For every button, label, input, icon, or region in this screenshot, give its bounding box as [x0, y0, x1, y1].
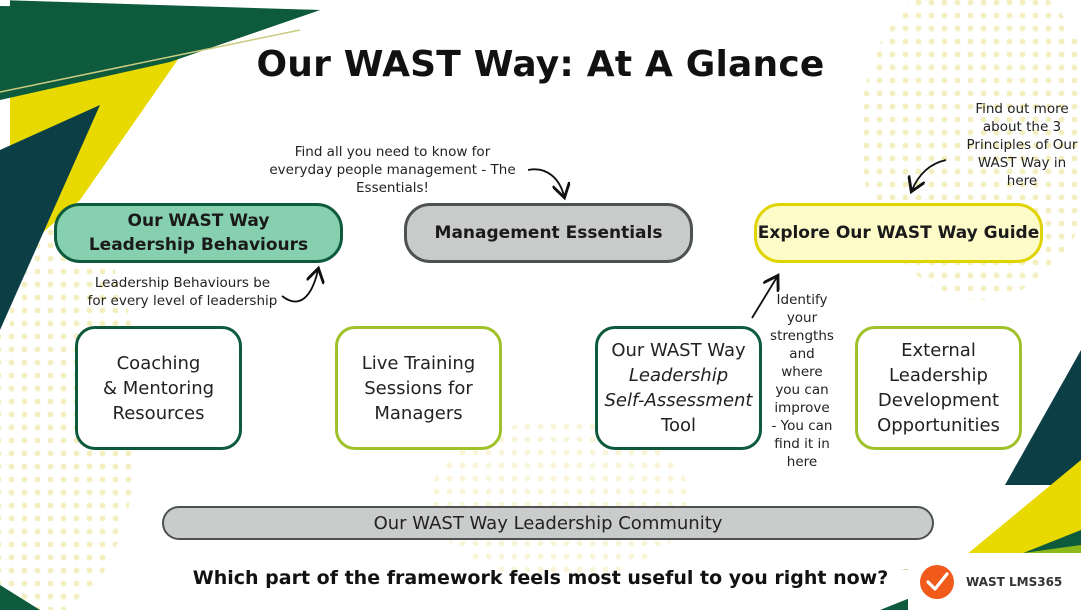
- external-development-box[interactable]: External Leadership Development Opportun…: [855, 326, 1022, 450]
- explore-guide-button[interactable]: Explore Our WAST Way Guide: [754, 203, 1043, 263]
- live-training-line: Sessions for: [364, 377, 473, 399]
- guide-note-line: about the 3: [982, 119, 1062, 135]
- external-line: Development: [877, 390, 1000, 411]
- assessment-note-line: strengths: [770, 328, 834, 344]
- assessment-note-line: where: [781, 364, 823, 380]
- leadership-behaviours-line2: Leadership Behaviours: [88, 235, 309, 255]
- lms365-logo: WAST LMS365: [908, 553, 1081, 610]
- external-line: External: [901, 340, 976, 361]
- live-training-line: Managers: [374, 402, 463, 424]
- management-essentials-label: Management Essentials: [434, 223, 663, 243]
- assessment-note-line: here: [786, 454, 818, 470]
- live-training-line: Live Training: [361, 352, 476, 374]
- behaviours-note-line: for every level of leadership: [87, 293, 278, 309]
- external-line: Leadership: [889, 365, 988, 386]
- behaviours-note-line: Leadership Behaviours be: [94, 275, 271, 291]
- guide-note-line: Find out more: [975, 101, 1069, 117]
- assessment-note-line: and: [789, 346, 815, 362]
- essentials-note-line: Find all you need to know for: [294, 144, 491, 160]
- leadership-community-label: Our WAST Way Leadership Community: [373, 512, 723, 534]
- logo-text: WAST LMS365: [966, 574, 1063, 589]
- coaching-mentoring-box[interactable]: Coaching & Mentoring Resources: [75, 326, 242, 450]
- essentials-note-line: Essentials!: [356, 180, 429, 196]
- assessment-note-line: improve: [774, 400, 830, 416]
- self-assessment-line: Our WAST Way: [611, 340, 746, 361]
- coaching-line: & Mentoring: [102, 377, 215, 399]
- essentials-note: Find all you need to know for everyday p…: [260, 143, 525, 197]
- assessment-note-line: find it in: [774, 436, 830, 452]
- explore-guide-label: Explore Our WAST Way Guide: [757, 223, 1040, 243]
- leadership-behaviours-button[interactable]: Our WAST Way Leadership Behaviours: [54, 203, 343, 263]
- coaching-line: Resources: [112, 402, 205, 424]
- checkmark-icon: [920, 564, 954, 599]
- assessment-note-line: your: [786, 310, 818, 326]
- self-assessment-line: Tool: [661, 415, 696, 436]
- live-training-box[interactable]: Live Training Sessions for Managers: [335, 326, 502, 450]
- guide-note-line: WAST Way in: [977, 155, 1067, 171]
- assessment-note: Identify your strengths and where you ca…: [766, 291, 838, 471]
- behaviours-note: Leadership Behaviours be for every level…: [80, 274, 285, 310]
- leadership-behaviours-line1: Our WAST Way: [127, 211, 270, 231]
- assessment-note-line: you can: [775, 382, 829, 398]
- page-title: Our WAST Way: At A Glance: [256, 44, 825, 85]
- external-line: Opportunities: [877, 415, 1000, 436]
- self-assessment-line: Self-Assessment: [604, 390, 753, 411]
- leadership-community-button[interactable]: Our WAST Way Leadership Community: [162, 506, 934, 540]
- self-assessment-box[interactable]: Our WAST Way Leadership Self-Assessment …: [595, 326, 762, 450]
- guide-note-line: here: [1006, 173, 1038, 189]
- guide-note: Find out more about the 3 Principles of …: [958, 100, 1081, 190]
- assessment-note-line: - You can: [771, 418, 833, 434]
- assessment-note-line: Identify: [776, 292, 828, 308]
- coaching-line: Coaching: [116, 352, 201, 374]
- self-assessment-line: Leadership: [628, 365, 729, 386]
- management-essentials-button[interactable]: Management Essentials: [404, 203, 693, 263]
- framework-question: Which part of the framework feels most u…: [192, 567, 889, 589]
- guide-note-line: Principles of Our: [966, 137, 1078, 153]
- essentials-note-line: everyday people management - The: [269, 162, 516, 178]
